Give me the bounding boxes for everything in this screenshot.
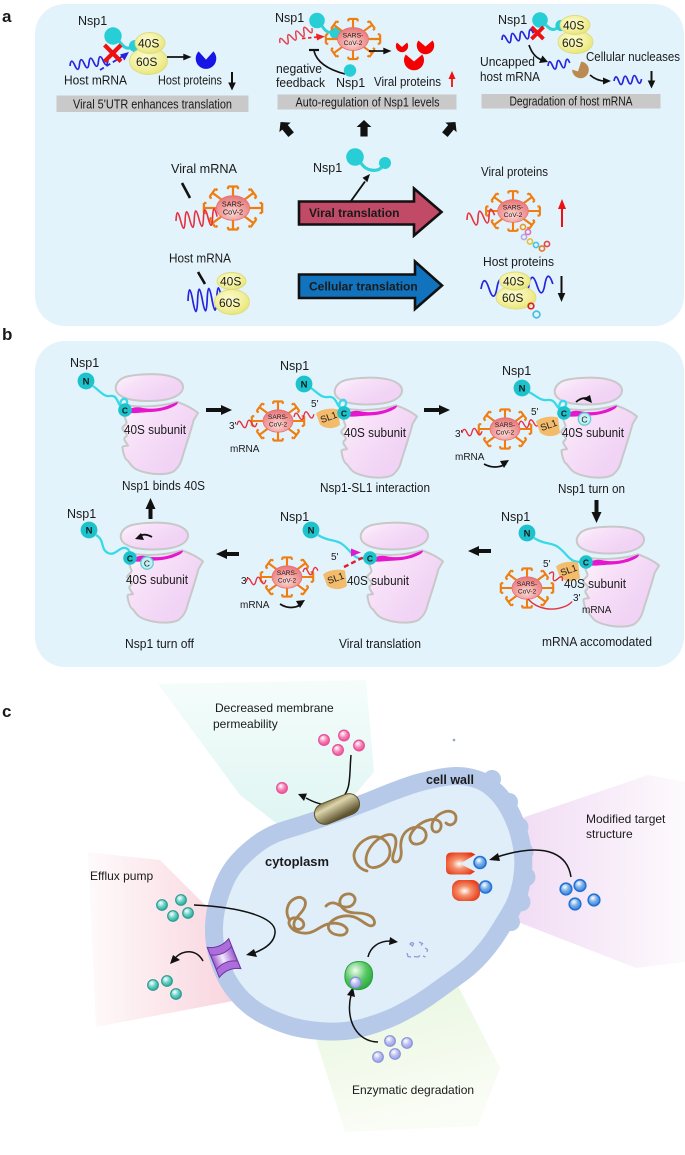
svg-text:mRNA: mRNA (240, 600, 270, 611)
svg-text:3': 3' (241, 576, 249, 587)
svg-text:Nsp1: Nsp1 (501, 510, 530, 524)
svg-text:Nsp1: Nsp1 (280, 510, 309, 524)
svg-text:mRNA: mRNA (582, 605, 612, 616)
svg-text:C: C (581, 415, 587, 425)
svg-text:Viral 5'UTR enhances translati: Viral 5'UTR enhances translation (73, 97, 232, 112)
svg-text:N: N (86, 526, 93, 537)
svg-text:C: C (144, 559, 150, 569)
svg-text:host mRNA: host mRNA (480, 70, 541, 84)
svg-text:Cellular nucleases: Cellular nucleases (586, 50, 680, 64)
svg-text:Modified target: Modified target (586, 812, 666, 826)
svg-text:60S: 60S (562, 36, 583, 50)
svg-text:40S subunit: 40S subunit (347, 574, 409, 588)
svg-text:Nsp1 binds 40S: Nsp1 binds 40S (122, 479, 205, 493)
svg-text:Viral proteins: Viral proteins (481, 165, 548, 179)
svg-text:mRNA accomodated: mRNA accomodated (542, 635, 652, 649)
svg-text:40S: 40S (563, 19, 584, 33)
svg-text:40S subunit: 40S subunit (126, 573, 188, 587)
svg-text:feedback: feedback (276, 76, 326, 90)
svg-text:40S: 40S (503, 275, 524, 289)
svg-text:Auto-regulation of Nsp1 levels: Auto-regulation of Nsp1 levels (296, 95, 440, 110)
svg-text:Efflux pump: Efflux pump (90, 869, 153, 883)
svg-text:C: C (127, 554, 133, 564)
svg-text:Degradation of host mRNA: Degradation of host mRNA (510, 94, 633, 109)
svg-text:Nsp1: Nsp1 (498, 13, 527, 27)
svg-text:C: C (367, 554, 373, 564)
svg-text:C: C (583, 558, 589, 568)
svg-text:c: c (2, 702, 11, 721)
svg-text:mRNA: mRNA (230, 444, 260, 455)
svg-text:3': 3' (455, 429, 463, 440)
svg-text:Nsp1: Nsp1 (336, 76, 365, 90)
svg-text:Decreased membrane: Decreased membrane (215, 701, 334, 715)
svg-text:Host mRNA: Host mRNA (169, 252, 232, 266)
svg-text:Nsp1: Nsp1 (313, 161, 342, 175)
svg-text:N: N (308, 526, 315, 537)
svg-text:N: N (524, 529, 531, 540)
svg-text:N: N (83, 377, 90, 388)
svg-text:N: N (301, 380, 308, 391)
svg-text:Nsp1: Nsp1 (78, 14, 107, 28)
svg-text:Nsp1: Nsp1 (70, 356, 99, 370)
svg-text:Viral proteins: Viral proteins (374, 75, 441, 89)
svg-text:Nsp1: Nsp1 (275, 11, 304, 25)
svg-text:5': 5' (543, 559, 551, 570)
svg-text:Host mRNA: Host mRNA (64, 74, 128, 88)
svg-text:b: b (2, 325, 12, 344)
svg-text:40S subunit: 40S subunit (564, 577, 626, 591)
svg-text:N: N (519, 384, 526, 395)
svg-text:5': 5' (531, 407, 539, 418)
svg-text:Cellular translation: Cellular translation (309, 280, 418, 294)
svg-text:3': 3' (229, 421, 237, 432)
svg-text:C: C (561, 409, 567, 419)
svg-text:Viral mRNA: Viral mRNA (171, 162, 238, 176)
svg-text:40S subunit: 40S subunit (562, 426, 624, 440)
svg-text:Uncapped: Uncapped (480, 55, 535, 69)
svg-text:C: C (122, 406, 128, 416)
svg-text:Nsp1: Nsp1 (67, 507, 96, 521)
svg-text:3': 3' (573, 593, 581, 604)
svg-text:Host proteins: Host proteins (158, 74, 222, 88)
svg-text:40S subunit: 40S subunit (344, 426, 406, 440)
svg-text:negative: negative (276, 62, 322, 76)
svg-text:C: C (341, 409, 347, 419)
svg-text:Nsp1 turn off: Nsp1 turn off (125, 637, 195, 651)
svg-text:5': 5' (311, 399, 319, 410)
svg-text:Nsp1 turn on: Nsp1 turn on (558, 482, 625, 496)
svg-text:60S: 60S (136, 55, 157, 69)
svg-text:structure: structure (586, 827, 633, 841)
svg-text:Viral translation: Viral translation (309, 206, 399, 220)
svg-text:40S: 40S (220, 275, 241, 289)
svg-text:Nsp1: Nsp1 (502, 364, 531, 378)
svg-text:40S: 40S (138, 37, 159, 51)
svg-text:cytoplasm: cytoplasm (265, 855, 329, 869)
svg-text:Enzymatic degradation: Enzymatic degradation (352, 1083, 474, 1097)
svg-text:40S subunit: 40S subunit (124, 423, 186, 437)
svg-text:60S: 60S (502, 291, 523, 305)
svg-text:Host proteins: Host proteins (483, 255, 554, 269)
svg-text:permeability: permeability (213, 717, 278, 731)
svg-text:60S: 60S (219, 296, 240, 310)
svg-text:Nsp1-SL1 interaction: Nsp1-SL1 interaction (320, 481, 430, 495)
svg-text:cell wall: cell wall (426, 773, 474, 787)
svg-text:Viral translation: Viral translation (339, 637, 421, 651)
svg-text:5': 5' (331, 552, 339, 563)
svg-text:a: a (2, 7, 12, 26)
svg-text:Nsp1: Nsp1 (280, 359, 309, 373)
svg-text:mRNA: mRNA (455, 452, 485, 463)
